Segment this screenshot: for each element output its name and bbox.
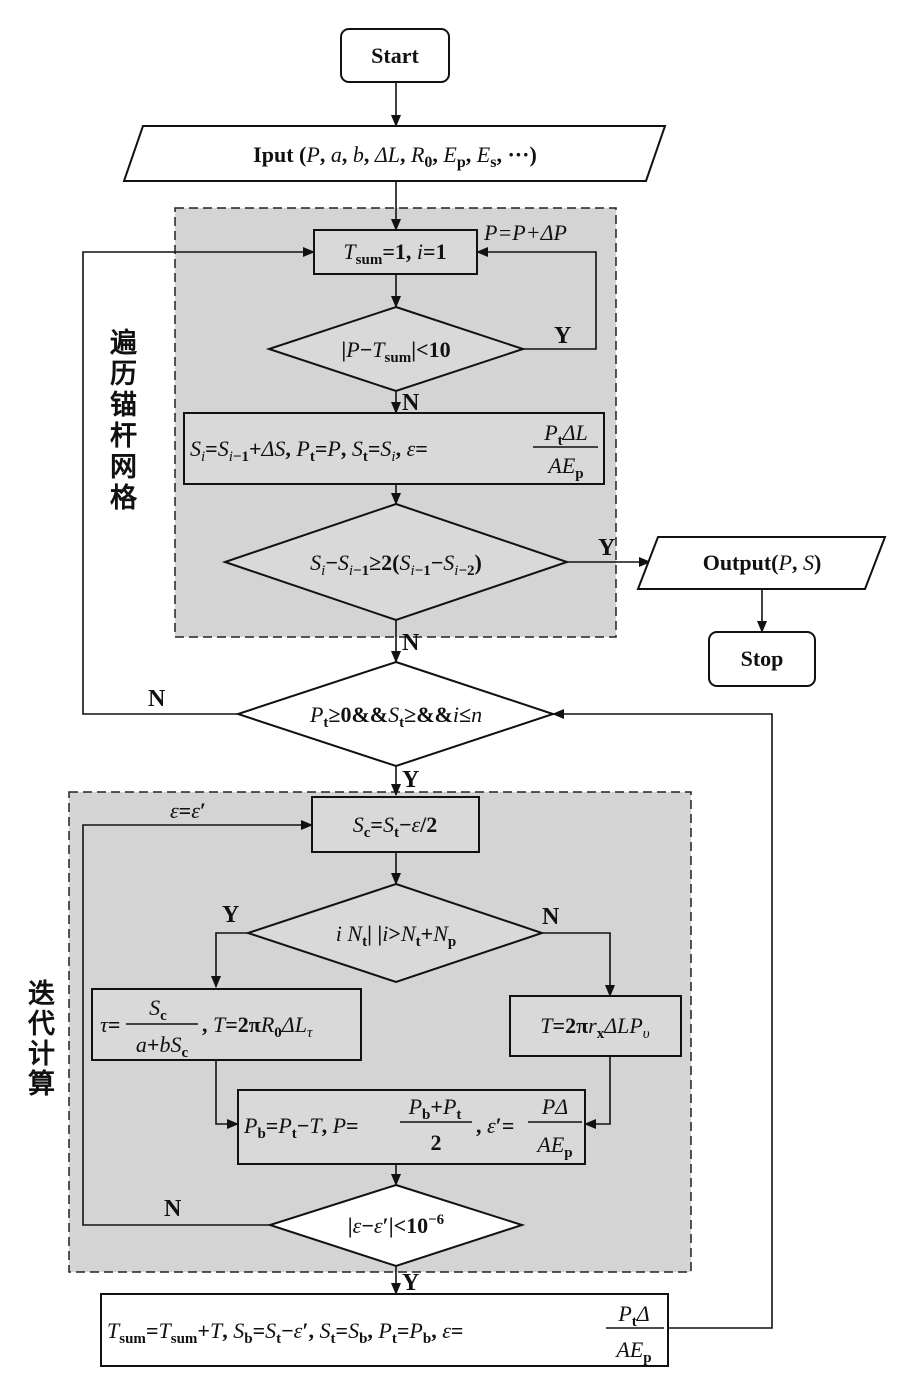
- svg-text:T=2πrxΔLPυ: T=2πrxΔLPυ: [540, 1013, 650, 1042]
- check-p-decision: |P−Tsum|<10: [265, 305, 527, 393]
- check-loop-decision: Pt≥0&&St≥&&i≤n: [234, 660, 557, 768]
- traverse-region-label: 遍历锚杆网格: [110, 328, 138, 514]
- input-node: Iput (P, a, b, ΔL, R0, Ep, Es, ···): [122, 125, 667, 182]
- iterate-region-label: 迭代计算: [27, 979, 55, 1100]
- svg-text:Si−Si−1≥2(Si−1−Si−2): Si−Si−1≥2(Si−1−Si−2): [310, 550, 482, 579]
- svg-text:2: 2: [431, 1130, 442, 1155]
- edge-label-checks-yes: Y: [598, 535, 615, 561]
- edge-label-checkeps-yes: Y: [402, 1270, 419, 1296]
- init-node: Tsum=1, i=1: [313, 229, 478, 275]
- svg-text:a+bSc: a+bSc: [136, 1032, 189, 1061]
- svg-text:Tsum=Tsum+T, Sb=St−ε′, St=Sb,: Tsum=Tsum+T, Sb=St−ε′, St=Sb, Pt=Pb, ε=: [107, 1318, 463, 1347]
- stop-node: Stop: [708, 631, 816, 687]
- final-node: Tsum=Tsum+T, Sb=St−ε′, St=Sb, Pt=Pb, ε= …: [100, 1293, 669, 1367]
- edge-label-checkloop-yes: Y: [402, 767, 419, 793]
- svg-text:Sc: Sc: [149, 995, 167, 1024]
- check-eps-decision: |ε−ε′|<10−6: [266, 1183, 526, 1268]
- edge-final-loop: [552, 709, 773, 1329]
- svg-text:|ε−ε′|<10−6: |ε−ε′|<10−6: [348, 1212, 445, 1238]
- check-i-decision: i Nt| |i>Nt+Np: [244, 882, 546, 984]
- svg-text:AEp: AEp: [546, 453, 583, 482]
- update-s-node: Si=Si−1+ΔS, Pt=P, St=Si, ε= PtΔL AEp: [183, 412, 605, 485]
- svg-text:PΔ: PΔ: [541, 1094, 568, 1119]
- svg-text:Si=Si−1+ΔS, Pt=P, St=Si, ε=: Si=Si−1+ΔS, Pt=P, St=Si, ε=: [190, 436, 428, 465]
- svg-text:, ε′=: , ε′=: [476, 1113, 514, 1138]
- svg-text:遍历锚杆网格: 遍历锚杆网格: [110, 328, 138, 514]
- svg-text:PtΔL: PtΔL: [543, 420, 588, 449]
- edge-checkp-yes-loop: [476, 247, 597, 350]
- start-node: Start: [340, 28, 450, 83]
- edge-checki-yes: [211, 932, 248, 988]
- sc-node: Sc=St−ε/2: [311, 796, 480, 853]
- edge-label-checkloop-no: N: [148, 686, 166, 712]
- edge-talt-pb: [584, 1056, 611, 1129]
- check-s-decision: Si−Si−1≥2(Si−1−Si−2): [221, 502, 571, 622]
- output-node: Output(P, S): [636, 536, 887, 590]
- edge-checki-no: [542, 932, 615, 997]
- svg-text:迭代计算: 迭代计算: [27, 979, 55, 1100]
- svg-text:AEp: AEp: [614, 1337, 651, 1366]
- svg-text:Output(P, S): Output(P, S): [703, 550, 822, 575]
- edge-label-eps-update: ε=ε′: [170, 798, 206, 823]
- svg-text:AEp: AEp: [535, 1132, 572, 1161]
- edge-label-checkp-no: N: [402, 390, 420, 416]
- svg-text:i Nt| |i>Nt+Np: i Nt| |i>Nt+Np: [336, 921, 456, 950]
- svg-text:Pb+Pt: Pb+Pt: [408, 1094, 462, 1123]
- svg-text:τ=: τ=: [100, 1012, 120, 1037]
- tau-node: τ= Sc a+bSc , T=2πR0ΔLτ: [91, 988, 362, 1061]
- edge-label-checki-yes: Y: [222, 902, 239, 928]
- edge-label-checks-no: N: [402, 630, 420, 656]
- edge-label-checkeps-no: N: [164, 1196, 182, 1222]
- svg-text:PtΔ: PtΔ: [617, 1301, 649, 1330]
- edge-checkloop-no: [82, 247, 315, 715]
- svg-text:Pb=Pt−T, P=: Pb=Pt−T, P=: [243, 1113, 359, 1142]
- svg-text:Stop: Stop: [741, 646, 784, 671]
- t-alt-node: T=2πrxΔLPυ: [509, 995, 682, 1057]
- edge-label-p-update: P=P+ΔP: [483, 220, 567, 245]
- edge-checkeps-no: [82, 820, 313, 1226]
- svg-text:Start: Start: [371, 43, 419, 68]
- edge-label-checkp-yes: Y: [554, 323, 571, 349]
- edge-label-checki-no: N: [542, 904, 560, 930]
- svg-text:, T=2πR0ΔLτ: , T=2πR0ΔLτ: [202, 1012, 313, 1041]
- svg-text:Pt≥0&&St≥&&i≤n: Pt≥0&&St≥&&i≤n: [309, 702, 482, 731]
- pb-node: Pb=Pt−T, P= Pb+Pt 2 , ε′= PΔ AEp: [237, 1089, 586, 1165]
- svg-text:Iput (P, a, b, ΔL, R0, Ep, Es,: Iput (P, a, b, ΔL, R0, Ep, Es, ···): [253, 142, 537, 171]
- edge-tau-pb: [215, 1060, 239, 1129]
